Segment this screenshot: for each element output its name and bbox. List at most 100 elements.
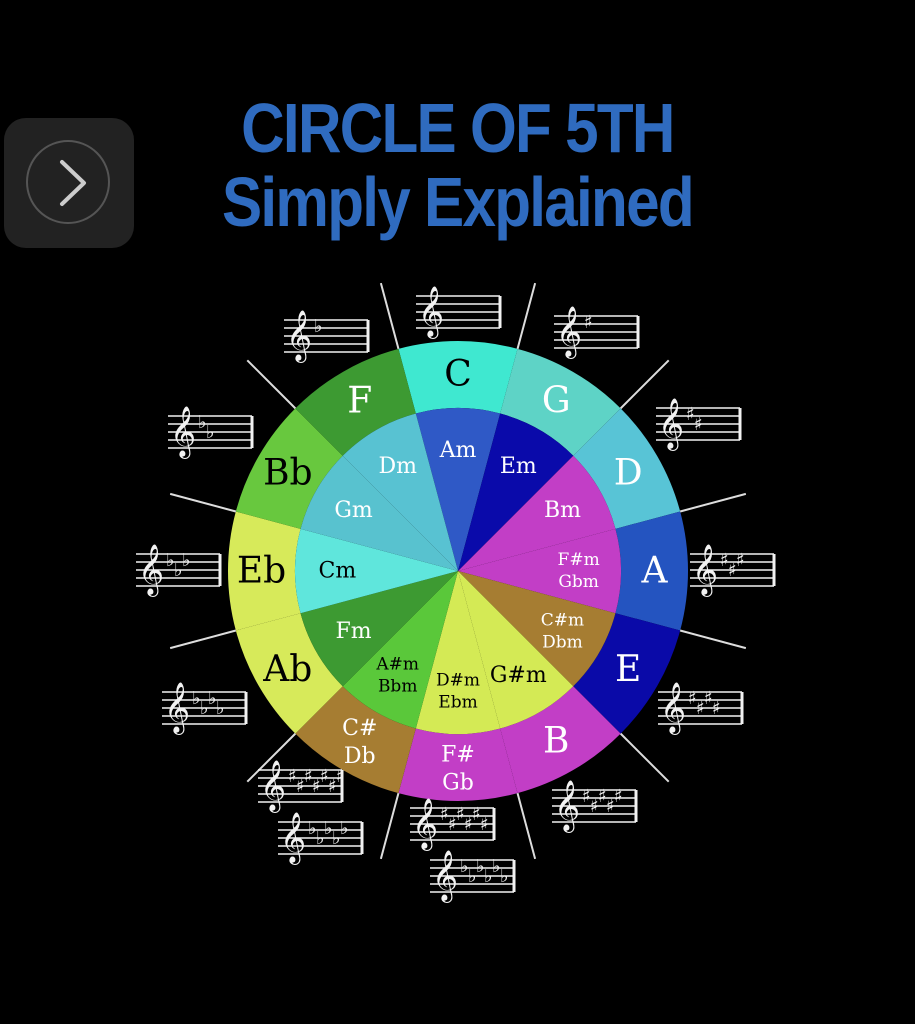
minor-key-label-line: A#m — [375, 654, 419, 674]
svg-text:♭: ♭ — [492, 856, 501, 877]
minor-key-segment — [342, 571, 458, 729]
minor-key-label: Am — [439, 438, 477, 463]
divider-line — [169, 629, 237, 650]
svg-text:𝄞: 𝄞 — [432, 850, 458, 903]
svg-text:𝄞: 𝄞 — [692, 544, 718, 597]
minor-key-label: G#m — [490, 663, 547, 688]
major-key-segment — [235, 613, 343, 734]
svg-text:♯: ♯ — [296, 776, 305, 797]
minor-key-segment — [458, 413, 574, 571]
minor-key-segment — [415, 408, 501, 571]
svg-text:♯: ♯ — [736, 550, 745, 571]
svg-text:𝄞: 𝄞 — [556, 306, 582, 359]
key-signature-staff-icon: 𝄞♯♯♯♯♯♯ — [410, 798, 496, 851]
chevron-right-icon — [60, 160, 86, 206]
key-signature-staff-icon: 𝄞♭ — [284, 310, 370, 363]
minor-key-label: Em — [500, 454, 537, 479]
minor-key-segment — [415, 571, 501, 734]
svg-text:♭: ♭ — [332, 828, 341, 849]
key-signature-staff-icon: 𝄞♯♯♯♯ — [658, 682, 744, 735]
svg-text:𝄞: 𝄞 — [554, 780, 580, 833]
major-key-label: C — [444, 354, 472, 395]
minor-key-segment — [458, 455, 616, 571]
major-key-label: C#Db — [342, 716, 377, 769]
minor-key-label-line: Dbm — [542, 632, 583, 652]
svg-text:♯: ♯ — [288, 766, 297, 787]
svg-text:♯: ♯ — [704, 688, 713, 709]
major-key-label-line: F# — [441, 742, 475, 767]
major-key-label: Bb — [263, 452, 313, 493]
svg-text:♯: ♯ — [328, 776, 337, 797]
svg-text:𝄞: 𝄞 — [660, 682, 686, 735]
minor-key-label-line: Ebm — [438, 693, 477, 713]
svg-text:♯: ♯ — [694, 414, 703, 435]
svg-text:♯: ♯ — [320, 766, 329, 787]
svg-text:♭: ♭ — [316, 828, 325, 849]
divider-line — [246, 732, 297, 783]
svg-text:♭: ♭ — [468, 866, 477, 887]
svg-text:♭: ♭ — [198, 412, 207, 433]
svg-text:♭: ♭ — [182, 550, 191, 571]
major-key-label: D — [614, 452, 643, 493]
svg-text:♯: ♯ — [472, 804, 481, 825]
major-key-segment — [398, 341, 518, 414]
svg-text:♯: ♯ — [440, 804, 449, 825]
svg-text:♯: ♯ — [598, 786, 607, 807]
divider-line — [516, 792, 537, 860]
major-key-segment — [500, 686, 621, 794]
svg-text:𝄞: 𝄞 — [412, 798, 438, 851]
key-signature-staff-icon: 𝄞♯ — [554, 306, 640, 359]
next-button[interactable] — [4, 118, 134, 248]
page-subtitle: Simply Explained — [221, 163, 695, 241]
divider-line — [516, 282, 537, 350]
svg-text:♭: ♭ — [460, 856, 469, 877]
major-key-label: G — [542, 380, 571, 421]
minor-key-label-line: F#m — [558, 550, 600, 570]
minor-key-segment — [458, 571, 616, 687]
minor-key-label: Bm — [544, 498, 581, 523]
major-key-label: B — [543, 721, 569, 762]
svg-text:♭: ♭ — [484, 866, 493, 887]
svg-text:♭: ♭ — [208, 688, 217, 709]
svg-text:𝄞: 𝄞 — [418, 286, 444, 339]
major-key-label-line: C# — [342, 716, 377, 741]
svg-text:♯: ♯ — [720, 550, 729, 571]
minor-key-segment — [458, 571, 574, 729]
svg-text:♯: ♯ — [606, 796, 615, 817]
minor-key-label: Cm — [319, 559, 357, 584]
key-signature-staff-icon: 𝄞♭♭♭♭♭♭ — [430, 850, 516, 903]
svg-text:𝄞: 𝄞 — [164, 682, 190, 735]
major-key-label: Ab — [262, 649, 312, 690]
divider-line — [169, 492, 237, 513]
divider-line — [246, 359, 297, 410]
divider-line — [379, 282, 400, 350]
svg-text:♭: ♭ — [216, 698, 225, 719]
svg-text:♭: ♭ — [308, 818, 317, 839]
divider-line — [679, 492, 747, 513]
svg-text:♯: ♯ — [686, 404, 695, 425]
page-title: CIRCLE OF 5TH — [241, 89, 675, 167]
svg-text:♭: ♭ — [166, 550, 175, 571]
svg-text:♯: ♯ — [456, 804, 465, 825]
svg-text:♯: ♯ — [728, 560, 737, 581]
key-signature-staff-icon: 𝄞♯♯ — [656, 398, 742, 451]
major-key-segment — [573, 408, 681, 529]
svg-text:♭: ♭ — [206, 422, 215, 443]
svg-text:♯: ♯ — [584, 312, 593, 333]
divider-line — [679, 629, 747, 650]
key-signature-staff-icon: 𝄞♭♭♭♭ — [162, 682, 248, 735]
major-key-segment — [295, 686, 416, 794]
major-key-label: E — [615, 649, 641, 690]
svg-text:𝄞: 𝄞 — [286, 310, 312, 363]
svg-text:♭: ♭ — [476, 856, 485, 877]
major-key-segment — [295, 348, 416, 456]
minor-key-segment — [295, 528, 458, 614]
svg-text:♯: ♯ — [688, 688, 697, 709]
major-key-segment — [500, 348, 621, 456]
major-key-segment — [615, 511, 688, 631]
divider-line — [379, 792, 400, 860]
